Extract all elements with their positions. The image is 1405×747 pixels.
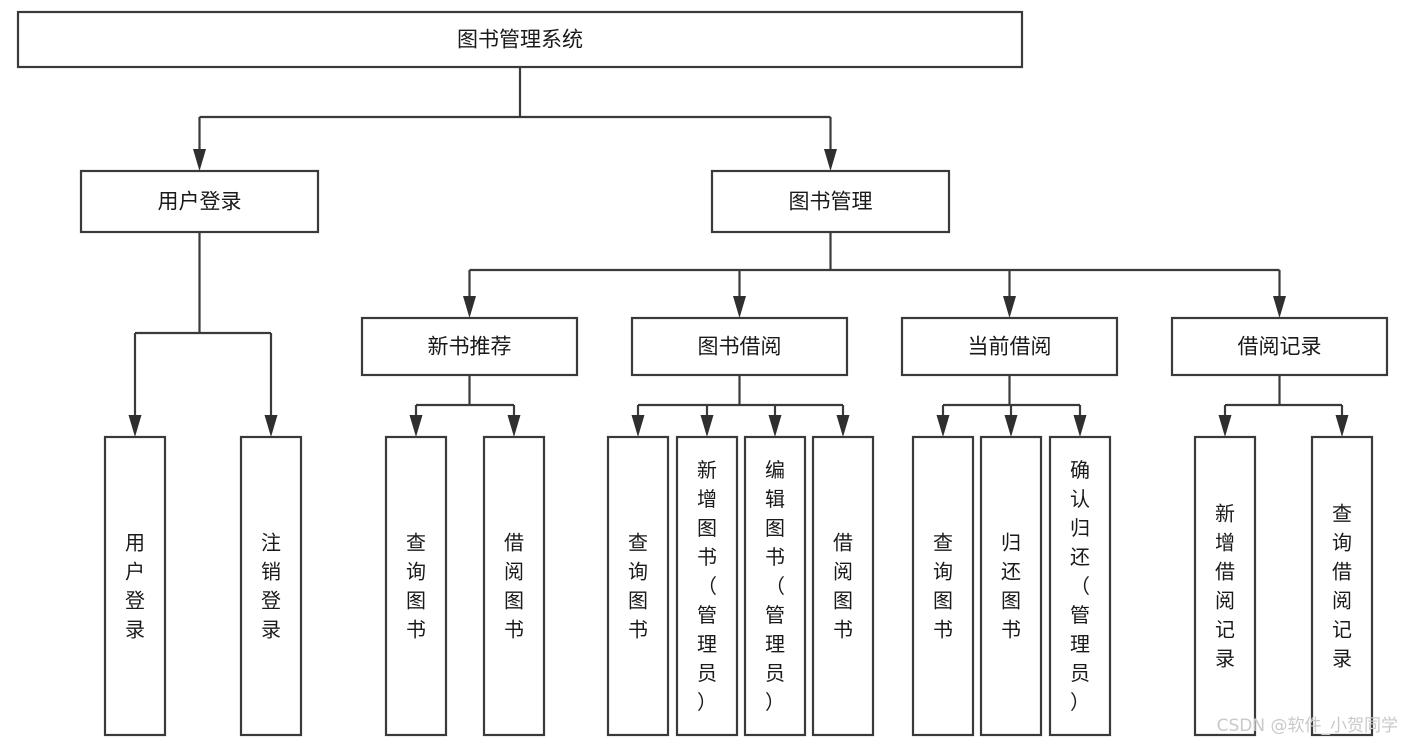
arrow-head-icon bbox=[1004, 415, 1018, 437]
connector-group bbox=[631, 375, 850, 437]
arrow-head-icon bbox=[193, 149, 206, 171]
node-label: 查询图书 bbox=[628, 530, 648, 641]
node-box bbox=[675, 435, 739, 737]
node-user-login[interactable]: 用户登录 bbox=[79, 169, 320, 234]
arrow-head-icon bbox=[733, 296, 746, 318]
arrow-head-icon bbox=[768, 415, 782, 437]
connector-group bbox=[1218, 375, 1349, 437]
arrow-head-icon bbox=[409, 415, 423, 437]
arrow-head-icon bbox=[1003, 296, 1016, 318]
connector-group bbox=[193, 67, 837, 171]
connector-group bbox=[409, 375, 521, 437]
node-label: 借阅记录 bbox=[1238, 335, 1322, 359]
node-label: 用户登录 bbox=[158, 190, 242, 214]
node-box bbox=[710, 169, 951, 234]
node-label: 借阅图书 bbox=[504, 530, 524, 641]
node-box bbox=[103, 435, 167, 737]
node-book-borrow[interactable]: 图书借阅 bbox=[630, 316, 849, 377]
connector-group bbox=[936, 375, 1087, 437]
node-label: 查询图书 bbox=[933, 530, 953, 641]
connector-group bbox=[463, 232, 1286, 318]
node-box bbox=[1310, 435, 1374, 737]
arrow-head-icon bbox=[507, 415, 521, 437]
arrow-head-icon bbox=[631, 415, 645, 437]
node-label: 查询借阅记录 bbox=[1332, 501, 1352, 670]
node-box bbox=[239, 435, 303, 737]
node-root[interactable]: 图书管理系统 bbox=[16, 10, 1024, 69]
node-layer: 图书管理系统用户登录图书管理新书推荐图书借阅当前借阅借阅记录用户登录注销登录查询… bbox=[16, 10, 1389, 737]
node-book-manage[interactable]: 图书管理 bbox=[710, 169, 951, 234]
node-label: 图书管理系统 bbox=[457, 28, 583, 52]
node-borrow-record[interactable]: 借阅记录 bbox=[1170, 316, 1389, 377]
node-box bbox=[606, 435, 670, 737]
node-box bbox=[1193, 435, 1257, 737]
arrow-head-icon bbox=[700, 415, 714, 437]
connector-group bbox=[128, 232, 278, 437]
node-label: 借阅图书 bbox=[833, 530, 853, 641]
arrow-head-icon bbox=[836, 415, 850, 437]
node-box bbox=[630, 316, 849, 377]
arrow-head-icon bbox=[936, 415, 950, 437]
node-leaf-cur-query-book[interactable]: 查询图书 bbox=[911, 435, 975, 737]
node-box bbox=[360, 316, 579, 377]
node-leaf-rec-add-record[interactable]: 新增借阅记录 bbox=[1193, 435, 1257, 737]
node-box bbox=[979, 435, 1043, 737]
node-label: 用户登录 bbox=[125, 530, 145, 641]
node-label: 编辑图书（管理员） bbox=[765, 458, 785, 714]
arrow-head-icon bbox=[824, 149, 837, 171]
node-label: 新增图书（管理员） bbox=[697, 458, 717, 714]
node-box bbox=[811, 435, 875, 737]
node-box bbox=[79, 169, 320, 234]
node-label: 注销登录 bbox=[261, 530, 281, 641]
node-leaf-cur-confirm-return[interactable]: 确认归还（管理员） bbox=[1048, 435, 1112, 737]
csdn-watermark: CSDN @软件_小贺同学 bbox=[1217, 716, 1398, 736]
node-box bbox=[743, 435, 807, 737]
node-label: 图书借阅 bbox=[698, 335, 782, 359]
node-leaf-user-login[interactable]: 用户登录 bbox=[103, 435, 167, 737]
node-box bbox=[16, 10, 1024, 69]
node-new-book-rec[interactable]: 新书推荐 bbox=[360, 316, 579, 377]
node-leaf-borrow-borrow-book[interactable]: 借阅图书 bbox=[811, 435, 875, 737]
node-label: 新书推荐 bbox=[428, 335, 512, 359]
arrow-head-icon bbox=[128, 415, 142, 437]
arrow-head-icon bbox=[1273, 296, 1286, 318]
arrow-head-icon bbox=[1073, 415, 1087, 437]
node-box bbox=[384, 435, 448, 737]
node-leaf-user-logout[interactable]: 注销登录 bbox=[239, 435, 303, 737]
arrow-head-icon bbox=[264, 415, 278, 437]
node-label: 归还图书 bbox=[1001, 530, 1021, 641]
arrow-head-icon bbox=[1218, 415, 1232, 437]
node-leaf-borrow-query-book[interactable]: 查询图书 bbox=[606, 435, 670, 737]
connector-layer bbox=[128, 67, 1349, 437]
arrow-head-icon bbox=[463, 296, 476, 318]
node-label: 新增借阅记录 bbox=[1215, 501, 1235, 670]
node-leaf-borrow-edit-book[interactable]: 编辑图书（管理员） bbox=[743, 435, 807, 737]
node-label: 当前借阅 bbox=[968, 335, 1052, 359]
node-current-borrow[interactable]: 当前借阅 bbox=[900, 316, 1119, 377]
node-label: 确认归还（管理员） bbox=[1070, 458, 1090, 714]
node-leaf-cur-return-book[interactable]: 归还图书 bbox=[979, 435, 1043, 737]
node-box bbox=[1170, 316, 1389, 377]
node-label: 查询图书 bbox=[406, 530, 426, 641]
arrow-head-icon bbox=[1335, 415, 1349, 437]
node-leaf-rec-borrow-book[interactable]: 借阅图书 bbox=[482, 435, 546, 737]
node-leaf-borrow-add-book[interactable]: 新增图书（管理员） bbox=[675, 435, 739, 737]
node-box bbox=[1048, 435, 1112, 737]
node-box bbox=[482, 435, 546, 737]
node-box bbox=[900, 316, 1119, 377]
node-label: 图书管理 bbox=[789, 190, 873, 214]
node-leaf-rec-query-book[interactable]: 查询图书 bbox=[384, 435, 448, 737]
node-box bbox=[911, 435, 975, 737]
node-leaf-rec-query-record[interactable]: 查询借阅记录 bbox=[1310, 435, 1374, 737]
